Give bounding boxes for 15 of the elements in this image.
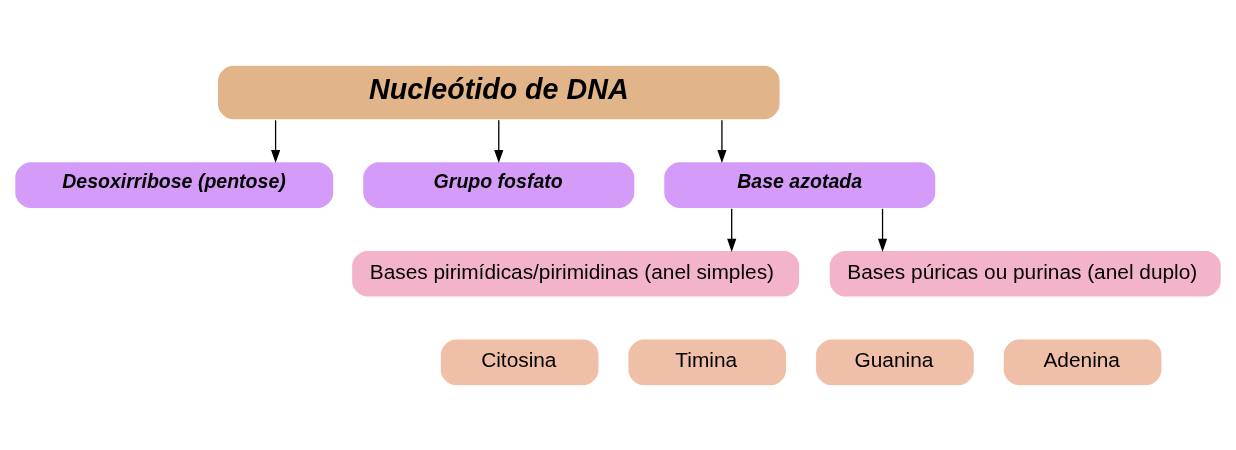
node-box: Timina bbox=[627, 337, 788, 386]
node-box: Adenina bbox=[1002, 337, 1163, 386]
node-box: Grupo fosfato bbox=[361, 160, 636, 209]
arrow bbox=[494, 119, 504, 163]
arrow bbox=[717, 119, 727, 163]
arrow bbox=[271, 119, 281, 163]
node-box: Guanina bbox=[814, 337, 976, 386]
node-box: Nucleótido de DNA bbox=[216, 64, 781, 121]
arrow bbox=[877, 207, 888, 252]
arrow bbox=[727, 207, 737, 252]
node-box: Citosina bbox=[439, 337, 600, 386]
node-box: Desoxirribose (pentose) bbox=[14, 160, 335, 209]
node-box: Bases púricas ou purinas (anel duplo) bbox=[828, 249, 1222, 298]
node-box: Base azotada bbox=[662, 160, 937, 209]
node-box: Bases pirimídicas/pirimidinas (anel simples) bbox=[350, 249, 801, 298]
